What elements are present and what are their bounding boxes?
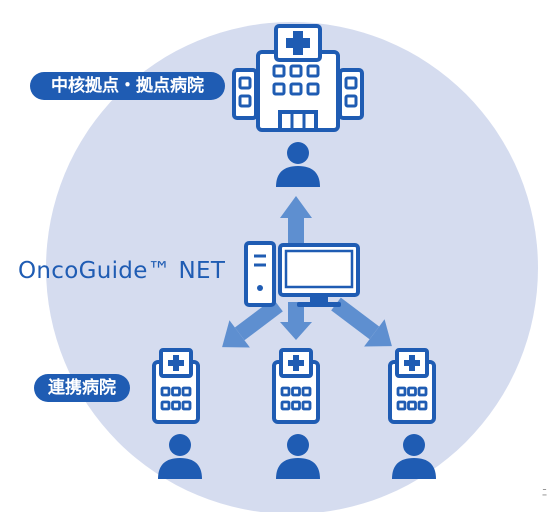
arrow-down-left: [222, 298, 283, 348]
core-hospital-icon: [232, 24, 364, 132]
platform-name: OncoGuide™ NET: [18, 258, 226, 284]
desktop-computer-icon: [244, 241, 360, 307]
partner-hospitals-label: 連携病院: [34, 374, 130, 402]
corner-mark: ﾆ: [542, 488, 547, 499]
partner-hospital-icon-center: [272, 348, 320, 424]
arrows: [222, 196, 392, 348]
core-hospitals-label: 中核拠点・拠点病院: [30, 72, 225, 100]
partner-hospital-icon-left: [152, 348, 200, 424]
partner-hospital-icon-right: [388, 348, 436, 424]
arrow-down-right: [331, 297, 392, 347]
